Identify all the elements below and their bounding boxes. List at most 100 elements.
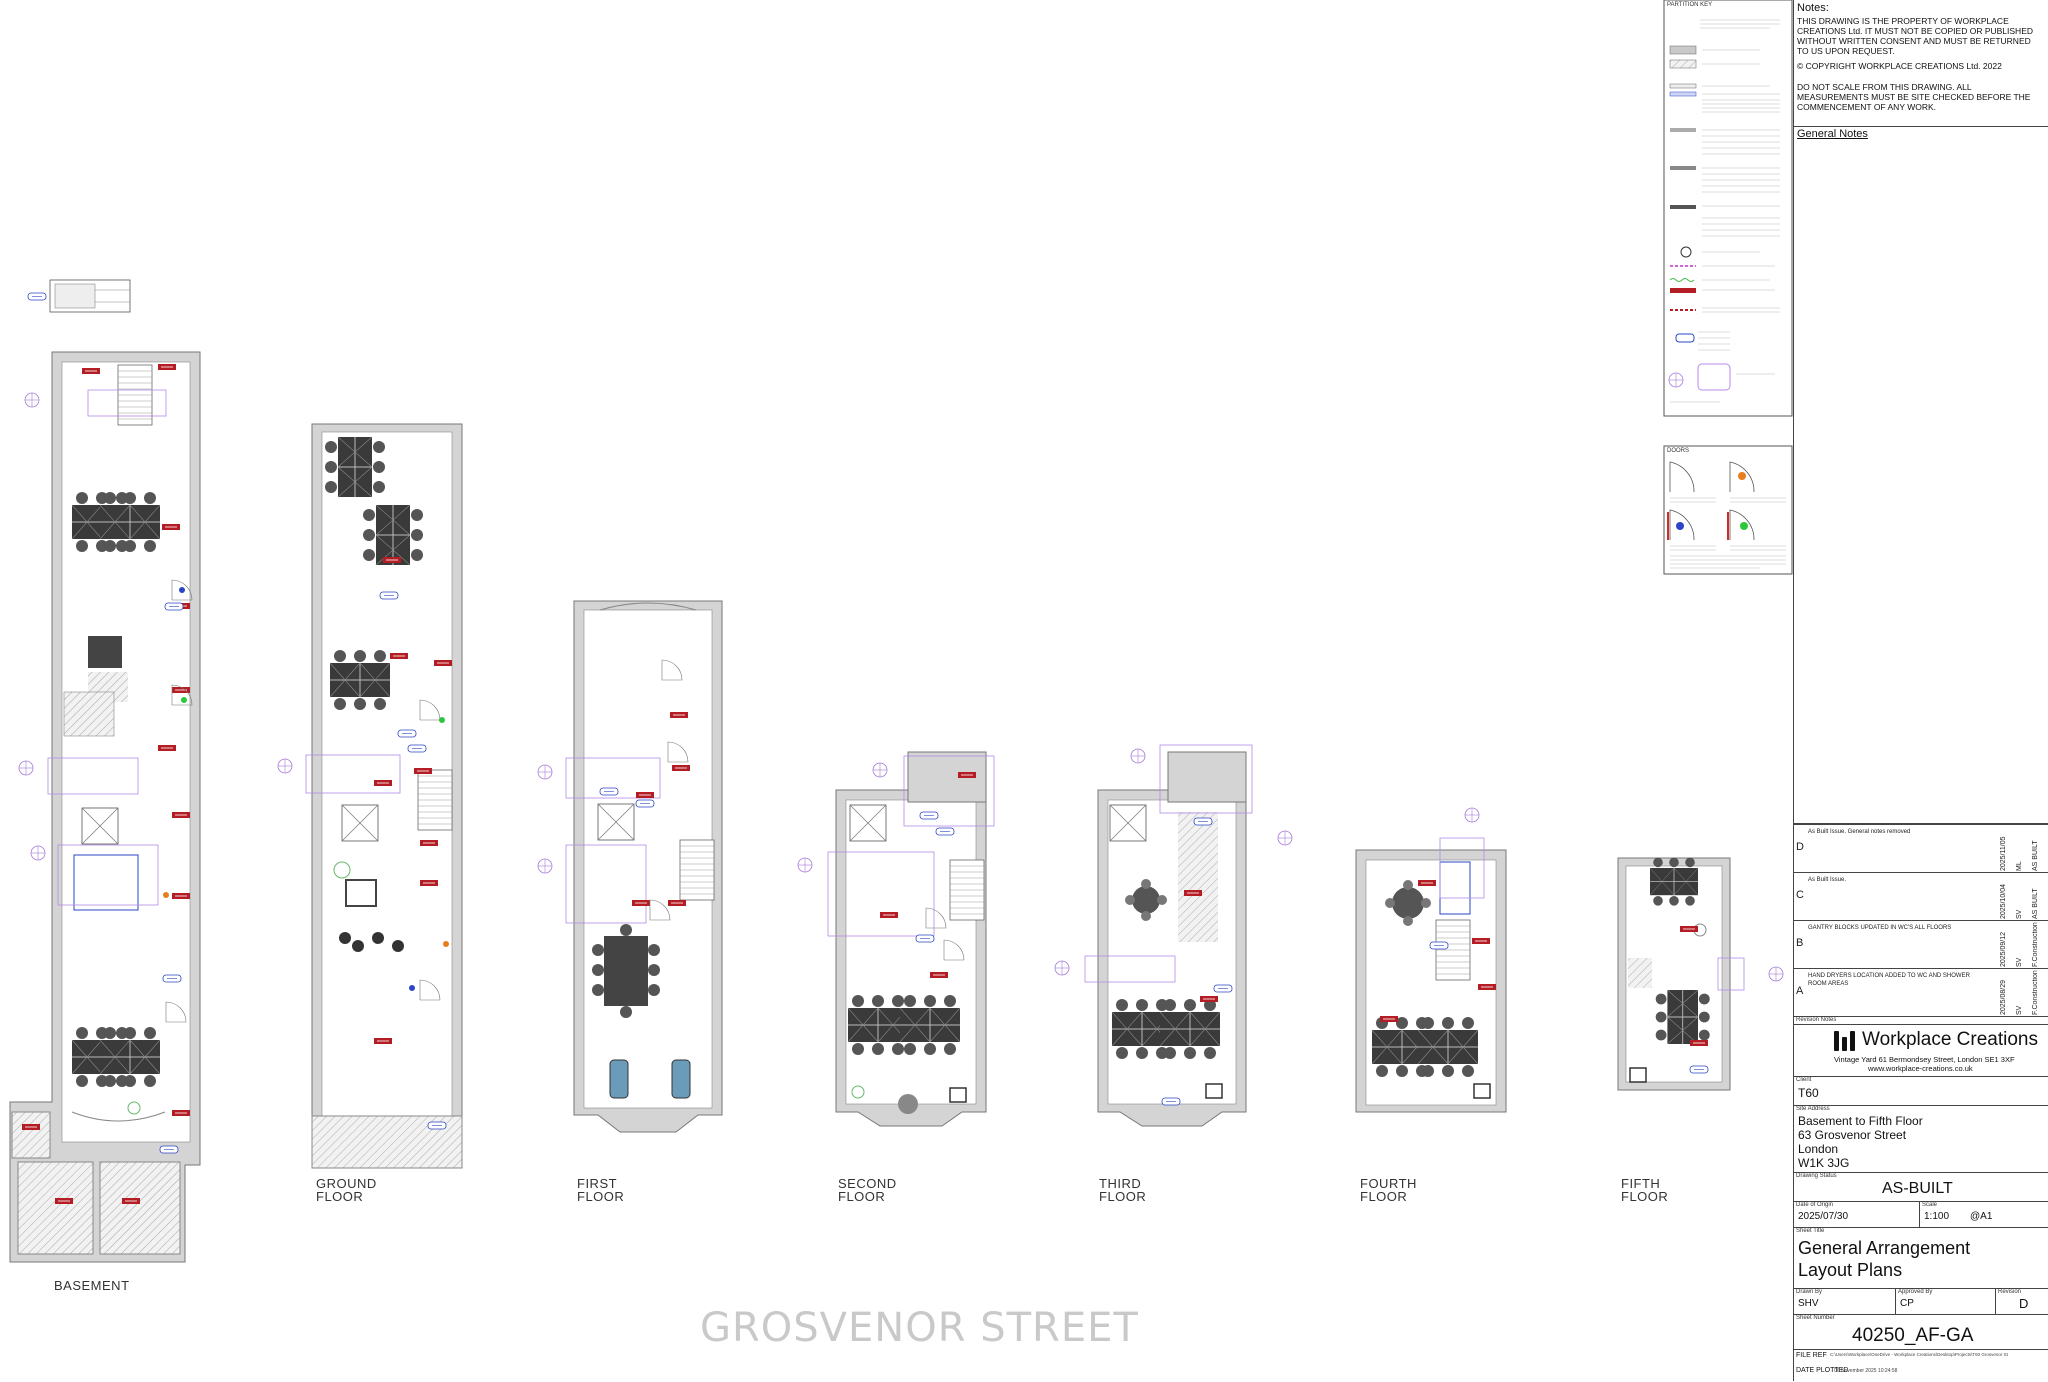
revision-date: 2025/09/12 [2000,931,2007,967]
site-separator [1794,1105,2048,1106]
sheet-title-separator [1794,1227,2048,1228]
sheet-number-separator [1794,1314,2048,1315]
floor-label-fifth-line2: FLOOR [1621,1189,1669,1204]
site-address-label: Site Address [1796,1106,1830,1112]
drawn-by-label: Drawn By [1796,1289,1823,1295]
revision-status: AS BUILT [2032,840,2039,871]
ground-floor-plan [277,423,463,1169]
floor-label-basement: BASEMENT [54,1278,130,1293]
drawn-approved-divider [1895,1288,1896,1314]
floor-label-fifth: FIFTH FLOOR [1621,1177,1668,1203]
revision-letter: A [1796,985,1804,997]
basement-plan [9,351,201,1263]
company-website: www.workplace-creations.co.uk [1868,1064,1973,1073]
date-of-origin-label: Date of Origin [1796,1202,1834,1208]
partition-key [1663,0,1793,417]
company-address: Vintage Yard 61 Bermondsey Street, Londo… [1834,1055,2015,1064]
floor-label-first-line2: FLOOR [577,1189,625,1204]
floor-label-ground-line1: GROUND [316,1176,377,1191]
floor-label-first-line1: FIRST [577,1176,618,1191]
partition-key-title: PARTITION KEY [1667,2,1713,8]
client-label: Client [1796,1077,1812,1083]
floor-label-fourth-line2: FLOOR [1360,1189,1408,1204]
revision-status: AS BUILT [2032,888,2039,919]
paper-size-value: @A1 [1970,1211,1993,1222]
sheet-title-line-1: General Arrangement [1798,1238,1971,1258]
floor-label-second-line1: SECOND [838,1176,897,1191]
revision-status: F.Construction [2032,970,2039,1015]
date-separator [1794,1201,2048,1202]
floor-label-first: FIRST FLOOR [577,1177,624,1203]
fifth-floor-plan [1617,857,1784,1091]
floor-label-third: THIRD FLOOR [1099,1177,1146,1203]
revision-date: 2025/11/05 [2000,836,2007,871]
revision-description: GANTRY BLOCKS UPDATED IN WC'S ALL FLOORS [1808,925,1952,931]
revision-letter: B [1796,937,1804,949]
client-separator [1794,1076,2048,1077]
scale-label: Scale [1922,1202,1938,1208]
doors-key-title: DOORS [1667,448,1690,454]
revision-by: SV [2016,957,2023,967]
floor-label-fourth: FOURTH FLOOR [1360,1177,1417,1203]
title-block: Notes: THIS DRAWING IS THE PROPERTY OF W… [1793,0,2048,1381]
site-address-line-4: W1K 3JG [1798,1156,1850,1170]
floor-label-second: SECOND FLOOR [838,1177,897,1203]
revision-label: Revision [1998,1289,2022,1295]
revision-description: HAND DRYERS LOCATION ADDED TO WC AND SHO… [1808,973,1970,987]
drawn-separator [1794,1288,2048,1289]
revision-row-a: A HAND DRYERS LOCATION ADDED TO WC AND S… [1794,968,2048,1017]
sheet-title-label: Sheet Title [1796,1228,1825,1234]
site-address-line-1: Basement to Fifth Floor [1798,1114,1923,1128]
floor-label-fourth-line1: FOURTH [1360,1176,1417,1191]
notes-separator [1794,126,2048,127]
sheet-number-label: Sheet Number [1796,1315,1835,1321]
revision-date: 2025/08/29 [2000,979,2007,1015]
floor-label-ground-line2: FLOOR [316,1189,364,1204]
floor-label-third-line1: THIRD [1099,1176,1142,1191]
drawn-by-value: SHV [1798,1298,1819,1309]
notes-property: THIS DRAWING IS THE PROPERTY OF WORKPLAC… [1797,16,2034,56]
status-separator [1794,1172,2048,1173]
revision-description: As Built Issue. [1808,877,1847,883]
revision-by: ML [2016,861,2023,871]
revision-date: 2025/10/04 [2000,883,2007,919]
client-value: T60 [1798,1086,1819,1100]
revision-by: SV [2016,1005,2023,1015]
revisions-bottom-separator [1794,1016,2048,1017]
approved-by-value: CP [1900,1298,1914,1309]
revision-value: D [2019,1296,2029,1311]
general-notes-heading: General Notes [1797,128,1868,140]
sheet-title-line-2: Layout Plans [1798,1260,1903,1280]
site-address-line-2: 63 Grosvenor Street [1798,1128,1907,1142]
floor-label-third-line2: FLOOR [1099,1189,1147,1204]
revision-by: SV [2016,909,2023,919]
third-floor-plan [1054,744,1293,1127]
floor-label-second-line2: FLOOR [838,1189,886,1204]
date-plotted-label: DATE PLOTTED [1796,1367,1849,1374]
drawing-status-label: Drawing Status [1796,1173,1837,1179]
revision-row-c: C As Built Issue. 2025/10/04 SV AS BUILT [1794,872,2048,921]
sheet-number-value: 40250_AF-GA [1852,1325,1974,1346]
date-plotted-value: 06 November 2025 10:24:58 [1834,1368,1898,1374]
floor-label-ground: GROUND FLOOR [316,1177,377,1203]
file-ref-value: C:\Users\Workplace\OneDrive - Workplace … [1830,1352,2008,1357]
fourth-floor-plan [1355,807,1507,1113]
revision-row-d: D As Built Issue. General notes removed … [1794,824,2048,873]
revision-status: F.Construction [2032,922,2039,967]
notes-copyright: © COPYRIGHT WORKPLACE CREATIONS Ltd. 202… [1797,61,2002,71]
revision-notes-label: Revision Notes [1796,1017,1837,1023]
revision-letter: C [1796,889,1804,901]
notes-heading: Notes: [1797,2,1829,14]
site-address-line-3: London [1798,1142,1839,1156]
company-name: Workplace Creations [1862,1029,2039,1050]
first-floor-plan [537,600,723,1133]
revision-description: As Built Issue. General notes removed [1808,829,1911,835]
revisions-top-separator [1794,823,2048,824]
company-logo-icon [1834,1031,1856,1051]
approved-by-label: Approved By [1898,1289,1933,1295]
street-label: GROSVENOR STREET [700,1305,1139,1351]
floor-label-fifth-line1: FIFTH [1621,1176,1661,1191]
date-scale-divider [1919,1201,1920,1227]
second-floor-plan [797,751,995,1127]
